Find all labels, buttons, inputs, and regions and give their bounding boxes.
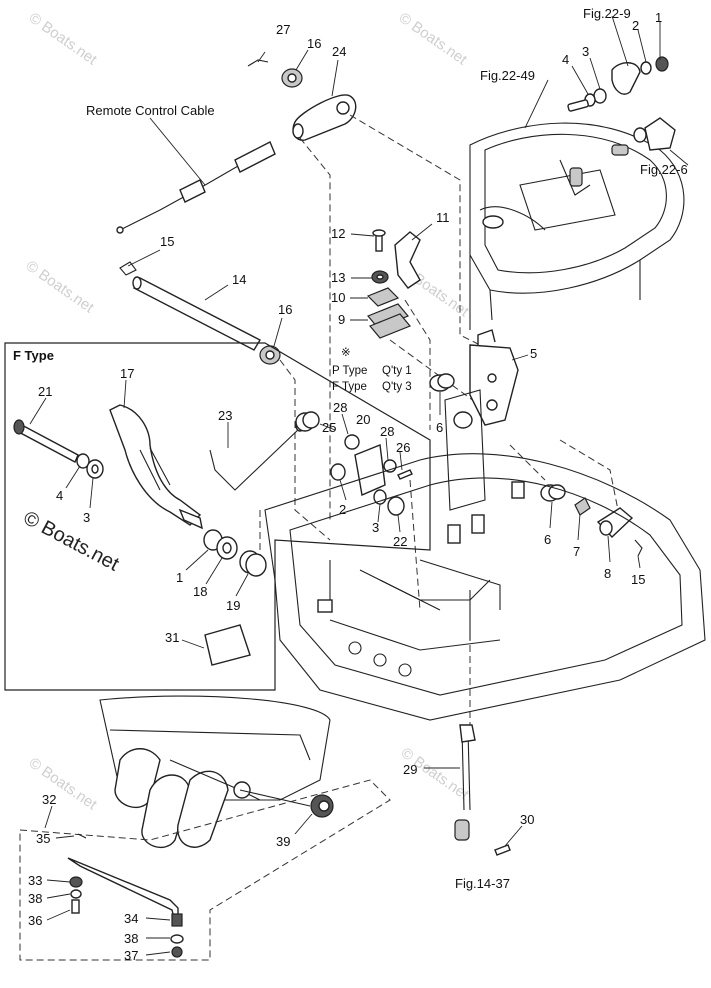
callout-1: 1 [655,10,662,25]
callout-6: 6 [544,532,551,547]
note-line2-qty: Q'ty 3 [382,381,412,393]
watermark-1: © Boats.net [26,9,101,68]
f-type-title: F Type [13,348,54,363]
quantity-note: ※ P Type Q'ty 1 F Type Q'ty 3 [332,347,412,393]
watermark-5: © Boats.net [26,754,101,813]
callout-32: 32 [42,792,56,807]
callout-22: 22 [393,534,407,549]
callout-30: 30 [520,812,534,827]
callout-4: 4 [562,52,569,67]
callout-6: 6 [436,420,443,435]
right-bracket-parts [540,484,643,557]
lower-mount-drawing [19,695,391,961]
callout-16: 16 [307,36,321,51]
figure-references: Fig.22-9 Fig.22-49 Fig.22-6 Fig.14-37 Re… [86,6,688,891]
callout-17: 17 [120,366,134,381]
callout-3: 3 [582,44,589,59]
callout-29: 29 [403,762,417,777]
callout-20: 20 [356,412,370,427]
callout-39: 39 [276,834,290,849]
callout-16: 16 [278,302,292,317]
watermark-3: © Boats.net [23,257,98,316]
callout-23: 23 [218,408,232,423]
watermarks: © Boats.net © Boats.net © Boats.net © Bo… [23,9,473,813]
callout-33: 33 [28,873,42,888]
callout-25: 25 [322,420,336,435]
middle-small-parts [330,434,413,516]
callout-24: 24 [332,44,346,59]
callout-3: 3 [372,520,379,535]
note-line2-type: F Type [332,381,367,393]
callout-19: 19 [226,598,240,613]
f-type-watermark: © Boats.net [20,507,123,576]
callout-37: 37 [124,948,138,963]
cable-and-links [116,59,357,365]
center-link-parts [366,229,519,426]
callout-38: 38 [28,891,42,906]
callout-8: 8 [604,566,611,581]
callout-7: 7 [573,544,580,559]
callout-1: 1 [176,570,183,585]
f-type-parts [13,404,320,666]
callout-14: 14 [232,272,246,287]
note-line1-qty: Q'ty 1 [382,365,412,377]
callout-35: 35 [36,831,50,846]
note-mark: ※ [341,347,351,359]
callout-28: 28 [333,400,347,415]
callout-26: 26 [396,440,410,455]
rod-and-pin [454,724,511,856]
callout-13: 13 [331,270,345,285]
fig-ref-22-6: Fig.22-6 [640,162,688,177]
callout-2: 2 [339,502,346,517]
callout-leaders [29,49,641,956]
callout-36: 36 [28,913,42,928]
callout-27: 27 [276,22,290,37]
callout-9: 9 [338,312,345,327]
upper-cowling-drawing [469,122,685,330]
fig-ref-22-9: Fig.22-9 [583,6,631,21]
callout-2: 2 [632,18,639,33]
note-line1-type: P Type [332,365,367,377]
callout-34: 34 [124,911,138,926]
fig-ref-14-37: Fig.14-37 [455,876,510,891]
fig22-6-parts [611,117,689,166]
callout-10: 10 [331,290,345,305]
callout-18: 18 [193,584,207,599]
cable-label: Remote Control Cable [86,103,215,118]
part-callouts: 1 2 3 4 27 16 24 15 14 16 12 11 13 10 9 … [28,10,662,963]
callout-15: 15 [160,234,174,249]
callout-11: 11 [436,210,450,225]
watermark-2: © Boats.net [396,9,471,68]
bottom-cowling-drawing [264,389,706,721]
callout-31: 31 [165,630,179,645]
callout-15: 15 [631,572,645,587]
callout-21: 21 [38,384,52,399]
callout-28: 28 [380,424,394,439]
callout-3: 3 [83,510,90,525]
callout-38: 38 [124,931,138,946]
callout-5: 5 [530,346,537,361]
callout-12: 12 [331,226,345,241]
fig22-9-parts [567,15,669,112]
fig-ref-22-49: Fig.22-49 [480,68,535,83]
callout-4: 4 [56,488,63,503]
